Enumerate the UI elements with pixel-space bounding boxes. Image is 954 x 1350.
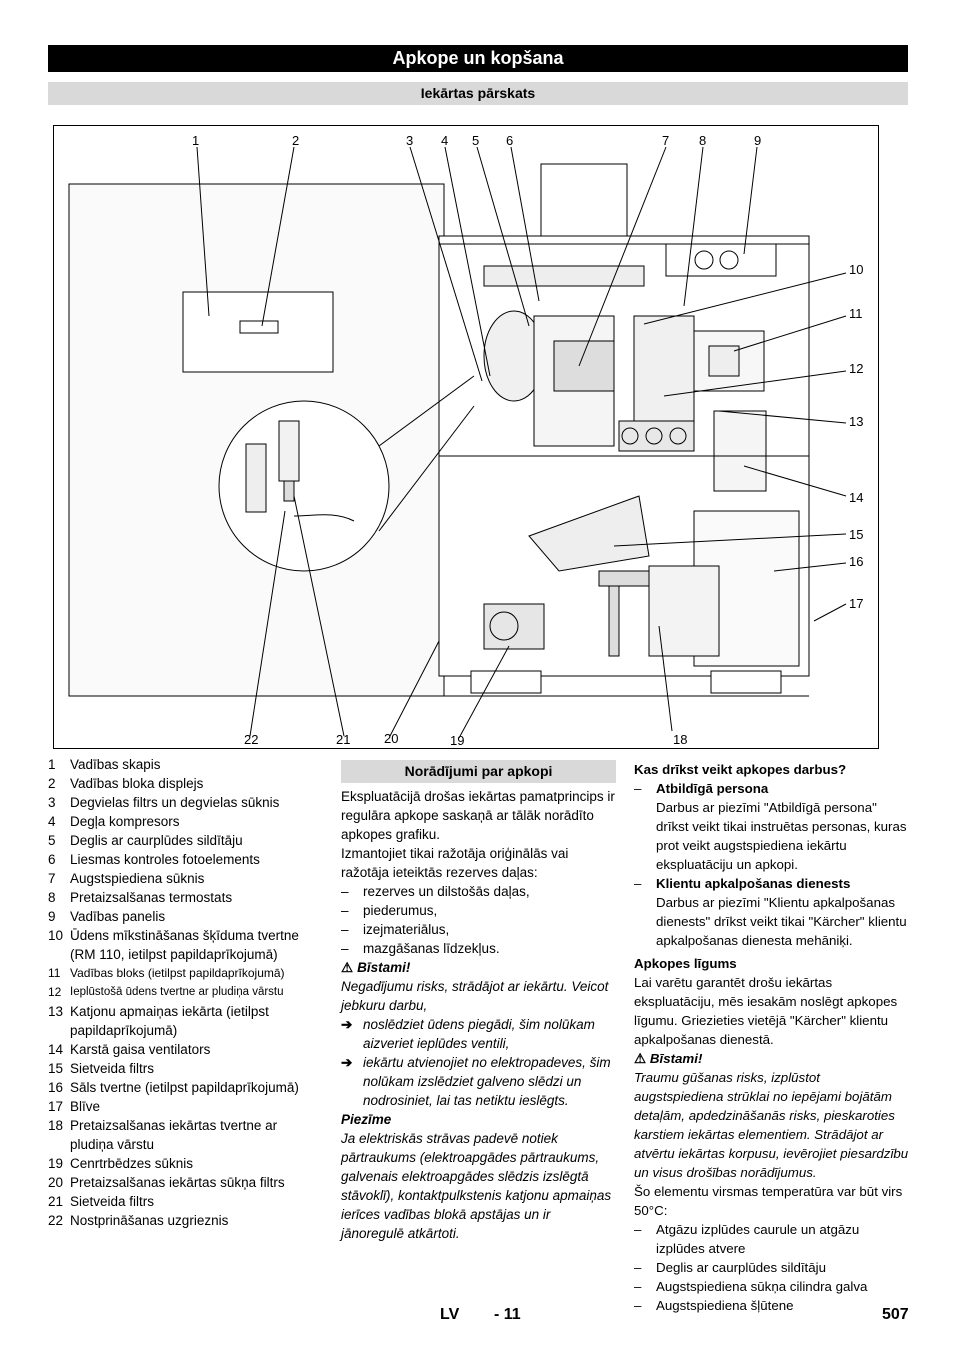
maintenance-heading: Norādījumi par apkopi (341, 760, 616, 783)
list-item: –izejmateriālus, (341, 922, 450, 937)
callout-22: 22 (244, 732, 259, 747)
callout-11: 11 (849, 306, 863, 321)
callout-4: 4 (441, 133, 449, 148)
list-item: –Augstspiediena sūkņa cilindra galva (634, 1279, 868, 1294)
list-item: –Klientu apkalpošanas dienests (634, 876, 851, 891)
callout-15: 15 (849, 527, 864, 542)
arrow-icon: ➔ (341, 1055, 353, 1070)
temperature-text: Šo elementu virsmas temperatūra var būt … (634, 1184, 903, 1218)
callout-10: 10 (849, 262, 864, 277)
callout-18: 18 (673, 732, 688, 747)
who-item-text: Darbus ar piezīmi "Klientu apkalpošanas … (656, 895, 907, 948)
machine-overview-figure: 1 2 3 4 5 6 7 8 9 10 11 12 13 14 15 16 1… (53, 125, 879, 749)
callout-12: 12 (849, 361, 864, 376)
footer-page-number: 507 (882, 1306, 909, 1323)
callout-16: 16 (849, 554, 864, 569)
callout-9: 9 (754, 133, 762, 148)
callout-1: 1 (192, 133, 200, 148)
step-item: ➔iekārtu atvienojiet no elektropadeves, … (341, 1055, 611, 1108)
note-text: Ja elektriskās strāvas padevē notiek pār… (341, 1131, 612, 1241)
callout-13: 13 (849, 414, 864, 429)
contract-heading: Apkopes līgums (634, 956, 737, 971)
contract-text: Lai varētu garantēt drošu iekārtas ekspl… (634, 975, 898, 1047)
maintenance-notes: Norādījumi par apkopi Ekspluatācijā droš… (341, 760, 616, 1243)
callout-7: 7 (662, 133, 670, 148)
danger-label: ⚠Bīstami! (634, 1051, 703, 1066)
list-item: –rezerves un dilstošās daļas, (341, 884, 530, 899)
arrow-icon: ➔ (341, 1017, 353, 1032)
note-label: Piezīme (341, 1112, 392, 1127)
callout-20: 20 (384, 731, 399, 746)
callout-6: 6 (506, 133, 514, 148)
who-may-service: Kas drīkst veikt apkopes darbus? –Atbild… (634, 760, 909, 1315)
warning-icon: ⚠ (341, 960, 354, 975)
callout-3: 3 (406, 133, 414, 148)
callout-2: 2 (292, 133, 300, 148)
danger-text: Traumu gūšanas risks, izplūstot augstspi… (634, 1070, 909, 1180)
maintenance-paragraph-2: Izmantojiet tikai ražotāja oriģinālās va… (341, 846, 569, 880)
footer-page-local: - 11 (494, 1306, 521, 1323)
danger-text: Negadījumu risks, strādājot ar iekārtu. … (341, 979, 609, 1013)
callout-8: 8 (699, 133, 707, 148)
machine-illustration (68, 146, 847, 739)
who-heading: Kas drīkst veikt apkopes darbus? (634, 762, 847, 777)
danger-label: ⚠Bīstami! (341, 960, 411, 975)
callout-21: 21 (336, 732, 351, 747)
maintenance-paragraph-1: Ekspluatācijā drošas iekārtas pamatprinc… (341, 789, 615, 842)
section-title: Apkope un kopšana (48, 45, 908, 72)
list-item: –Deglis ar caurplūdes sildītāju (634, 1260, 826, 1275)
callout-19: 19 (450, 733, 465, 748)
section-subtitle: Iekārtas pārskats (48, 82, 908, 105)
list-item: –mazgāšanas līdzekļus. (341, 941, 500, 956)
callout-17: 17 (849, 596, 864, 611)
list-item: –piederumus, (341, 903, 438, 918)
step-item: ➔noslēdziet ūdens piegādi, šim nolūkam a… (341, 1017, 595, 1051)
callout-5: 5 (472, 133, 480, 148)
footer-language: LV (440, 1306, 460, 1323)
warning-icon: ⚠ (634, 1051, 646, 1066)
list-item: –Augstspiediena šļūtene (634, 1298, 794, 1313)
list-item: –Atbildīgā persona (634, 781, 769, 796)
callout-14: 14 (849, 490, 864, 505)
who-item-text: Darbus ar piezīmi "Atbildīgā persona" dr… (656, 800, 907, 872)
list-item: –Atgāzu izplūdes caurule un atgāzu izplū… (634, 1222, 860, 1256)
